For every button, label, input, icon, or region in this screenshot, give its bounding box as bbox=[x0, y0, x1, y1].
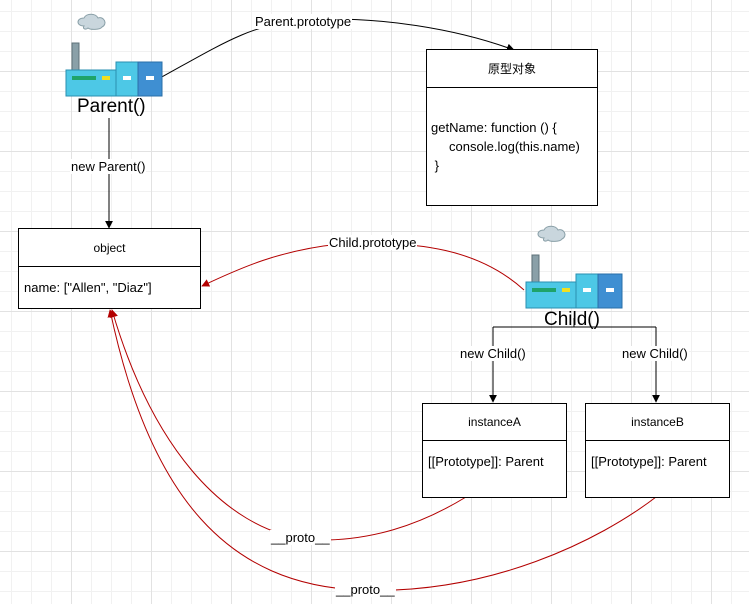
instance-b-box[interactable]: instanceB [[Prototype]]: Parent bbox=[585, 403, 730, 498]
object-box[interactable]: object name: ["Allen", "Diaz"] bbox=[18, 228, 201, 309]
prototype-object-title: 原型对象 bbox=[427, 50, 597, 88]
instance-b-title: instanceB bbox=[586, 404, 729, 441]
child-prototype-label: Child.prototype bbox=[328, 235, 418, 250]
factory-icon-parent bbox=[65, 13, 163, 97]
edge-child-to-object bbox=[201, 242, 525, 291]
proto-label-b: __proto__ bbox=[335, 582, 396, 597]
factory-icon-child bbox=[525, 225, 623, 309]
object-title: object bbox=[19, 229, 200, 267]
object-body: name: ["Allen", "Diaz"] bbox=[24, 280, 152, 295]
prototype-object-body: getName: function () { console.log(this.… bbox=[431, 120, 580, 173]
edge-instanceA-proto bbox=[110, 309, 467, 541]
new-parent-label: new Parent() bbox=[70, 159, 147, 174]
prototype-object-box[interactable]: 原型对象 getName: function () { console.log(… bbox=[426, 49, 598, 206]
instance-a-title: instanceA bbox=[423, 404, 566, 441]
new-child-label-b: new Child() bbox=[621, 346, 689, 361]
instance-a-body: [[Prototype]]: Parent bbox=[428, 454, 544, 469]
instance-a-box[interactable]: instanceA [[Prototype]]: Parent bbox=[422, 403, 567, 498]
parent-constructor-label: Parent() bbox=[77, 96, 146, 117]
edge-instanceB-proto bbox=[107, 309, 657, 591]
parent-prototype-label: Parent.prototype bbox=[254, 14, 353, 29]
proto-label-a: __proto__ bbox=[270, 530, 331, 545]
new-child-label-a: new Child() bbox=[459, 346, 527, 361]
instance-b-body: [[Prototype]]: Parent bbox=[591, 454, 707, 469]
edge-child-split bbox=[493, 318, 656, 328]
child-constructor-label: Child() bbox=[544, 309, 600, 330]
